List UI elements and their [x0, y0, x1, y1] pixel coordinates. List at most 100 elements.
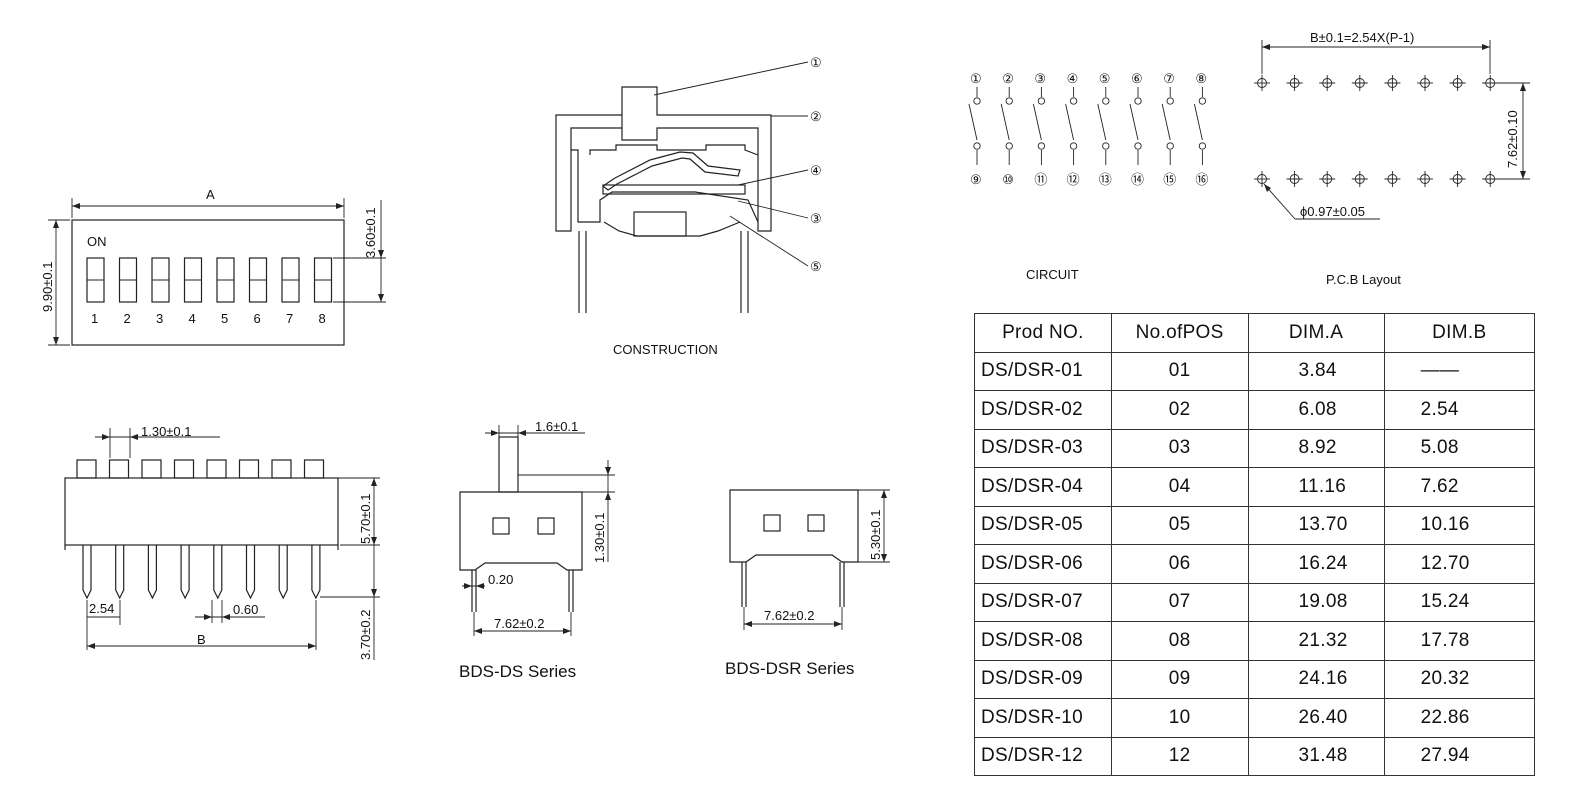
pcb-dim-row: 7.62±0.10 [1505, 110, 1520, 168]
cell-dim-b: 10.16 [1383, 505, 1536, 545]
switch-number: 1 [91, 311, 98, 326]
side-actuator [238, 459, 260, 479]
cell-pos: 08 [1110, 621, 1249, 661]
contact-spring [601, 151, 741, 191]
circuit-node [1102, 142, 1110, 150]
cell-prod: DS/DSR-07 [974, 582, 1112, 622]
circuit-switch-blade [1193, 103, 1203, 141]
side-pin [245, 545, 256, 600]
cell-prod: DS/DSR-09 [974, 659, 1112, 699]
cell-prod: DS/DSR-05 [974, 505, 1112, 545]
ds-dim-actuator-w: 1.6±0.1 [535, 419, 578, 434]
circuit-pin-bottom: ⑯ [1195, 172, 1208, 187]
ds-body [459, 491, 583, 571]
cell-dim-a: 3.84 [1247, 351, 1385, 391]
cell-pos: 12 [1110, 736, 1249, 776]
side-view: 1.30±0.1 5.70±0.1 3.70±0.2 2.54 0.60 B [64, 424, 380, 660]
side-pin [311, 545, 321, 600]
base-curve [603, 221, 741, 237]
circuit-pin-top: ② [1002, 71, 1014, 86]
cell-pos: 09 [1110, 659, 1249, 699]
cell-dim-a: 16.24 [1247, 544, 1385, 584]
cell-dim-a: 19.08 [1247, 582, 1385, 622]
ds-window-left [492, 517, 510, 535]
cell-dim-b: 7.62 [1383, 467, 1536, 507]
side-dim-pin-w: 0.60 [233, 602, 258, 617]
circuit-node [1037, 142, 1046, 150]
side-pin [115, 545, 125, 600]
label-on: ON [87, 234, 107, 249]
cell-dim-a: 31.48 [1247, 736, 1385, 776]
cell-pos: 07 [1110, 582, 1249, 622]
cell-pos: 10 [1110, 698, 1249, 738]
top-view-body [71, 219, 345, 346]
circuit-caption: CIRCUIT [1026, 267, 1079, 282]
side-pin [278, 545, 288, 600]
cell-dim-b: —— [1383, 351, 1536, 391]
circuit-node [973, 97, 981, 105]
pcb-layout: B±0.1=2.54X(P-1) 7.62±0.10 ϕ0.97±0.05 P.… [1254, 30, 1530, 287]
cell-prod: DS/DSR-01 [974, 351, 1112, 391]
cell-dim-a: 8.92 [1247, 428, 1385, 468]
ds-dim-actuator-h: 1.30±0.1 [592, 512, 607, 563]
side-actuator [108, 459, 130, 479]
circuit-node [1102, 97, 1110, 105]
switch-number: 2 [124, 311, 131, 326]
dsr-dim-height: 5.30±0.1 [868, 509, 883, 560]
side-pin [82, 545, 92, 600]
pcb-dim-hole: ϕ0.97±0.05 [1300, 204, 1365, 219]
cell-dim-a: 26.40 [1247, 698, 1385, 738]
cell-dim-b: 12.70 [1383, 544, 1536, 584]
circuit-switch-blade [968, 103, 978, 141]
cell-dim-b: 27.94 [1383, 736, 1536, 776]
dim-a-label: A [206, 187, 215, 202]
side-actuator [173, 459, 195, 479]
callout-3: ③ [810, 211, 822, 226]
pcb-dim-b: B±0.1=2.54X(P-1) [1310, 30, 1414, 45]
side-dim-pin-len: 3.70±0.2 [358, 609, 373, 660]
cell-dim-b: 17.78 [1383, 621, 1536, 661]
circuit-node [1134, 97, 1142, 105]
cell-pos: 03 [1110, 428, 1249, 468]
cell-pos: 04 [1110, 467, 1249, 507]
header-prod-no: Prod NO. [974, 313, 1112, 353]
switch-number: 8 [319, 311, 326, 326]
circuit-pin-bottom: ⑫ [1067, 172, 1080, 187]
circuit-node [1069, 142, 1078, 150]
circuit-pin-bottom: ⑪ [1034, 172, 1047, 187]
header-dim-b: DIM.B [1383, 313, 1536, 353]
cell-prod: DS/DSR-10 [974, 698, 1112, 738]
cell-dim-a: 6.08 [1247, 390, 1385, 430]
housing-left [555, 114, 623, 232]
circuit-node [973, 142, 981, 150]
circuit-switch-blade [1000, 103, 1010, 141]
dsr-dim-row: 7.62±0.2 [764, 608, 815, 623]
side-pin [180, 545, 190, 600]
cell-dim-b: 2.54 [1383, 390, 1536, 430]
ds-dim-pin: 0.20 [488, 572, 513, 587]
circuit-node [1134, 142, 1142, 150]
switch-number: 7 [286, 311, 293, 326]
cell-prod: DS/DSR-03 [974, 428, 1112, 468]
cell-pos: 01 [1110, 351, 1249, 391]
dim-height-label: 9.90±0.1 [40, 261, 55, 312]
switch-number: 3 [156, 311, 163, 326]
cell-prod: DS/DSR-06 [974, 544, 1112, 584]
side-actuator [271, 459, 292, 479]
circuit-node [1005, 142, 1013, 150]
cell-dim-a: 21.32 [1247, 621, 1385, 661]
circuit-node [1005, 97, 1013, 105]
side-dim-pitch: 2.54 [89, 601, 114, 616]
circuit-pin-top: ① [970, 71, 982, 86]
side-actuator [76, 459, 97, 479]
